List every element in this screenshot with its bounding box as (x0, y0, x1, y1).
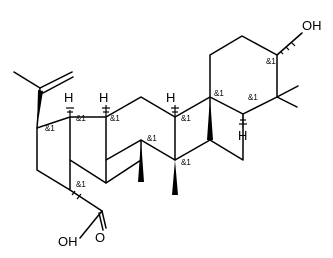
hydrogen-label-c9: H (166, 90, 175, 105)
hydrogen-label-c18: H (99, 90, 108, 105)
hydrogen-label-c5: H (238, 128, 247, 143)
stereo-label: &1 (147, 134, 157, 143)
stereo-labels: &1 &1 &1 &1 &1 &1 &1 &1 &1 &1 (45, 57, 276, 189)
hydrogen-label-c13: H (64, 90, 73, 105)
acid-hydroxyl-label: OH (58, 234, 78, 249)
stereo-label: &1 (76, 114, 86, 123)
stereo-label: &1 (266, 57, 276, 66)
stereo-label: &1 (181, 158, 191, 167)
bond-skeleton (13, 32, 303, 239)
wedge-bonds (37, 41, 296, 200)
hydroxyl-label: OH (302, 18, 322, 33)
stereo-label: &1 (45, 124, 55, 133)
stereo-label: &1 (181, 114, 191, 123)
stereo-label: &1 (248, 93, 258, 102)
stereo-label: &1 (214, 89, 224, 98)
stereo-label: &1 (110, 114, 120, 123)
carbonyl-oxygen-label: O (95, 230, 105, 245)
stereo-label: &1 (76, 180, 86, 189)
atom-labels: OH O OH H H H H (58, 18, 322, 249)
